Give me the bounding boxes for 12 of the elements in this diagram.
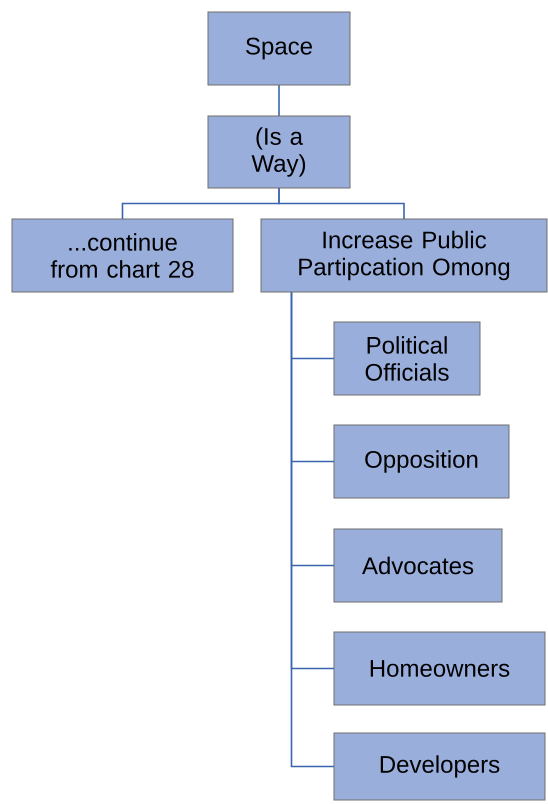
org-chart-box: Advocates <box>334 528 502 602</box>
org-chart-box: ...continue from chart 28 <box>12 218 234 292</box>
org-chart-box: Increase Public Partipcation Omong <box>260 218 548 292</box>
org-chart-box: Space <box>208 12 350 86</box>
connector-line <box>278 86 280 116</box>
org-chart-box: (Is a Way) <box>208 116 350 188</box>
org-chart-box: Political Officials <box>334 322 480 396</box>
connector-line <box>278 188 405 218</box>
connector-line <box>290 292 334 768</box>
org-chart-box: Developers <box>334 732 546 800</box>
org-chart-box: Homeowners <box>334 632 546 706</box>
org-chart-box: Opposition <box>334 424 510 498</box>
